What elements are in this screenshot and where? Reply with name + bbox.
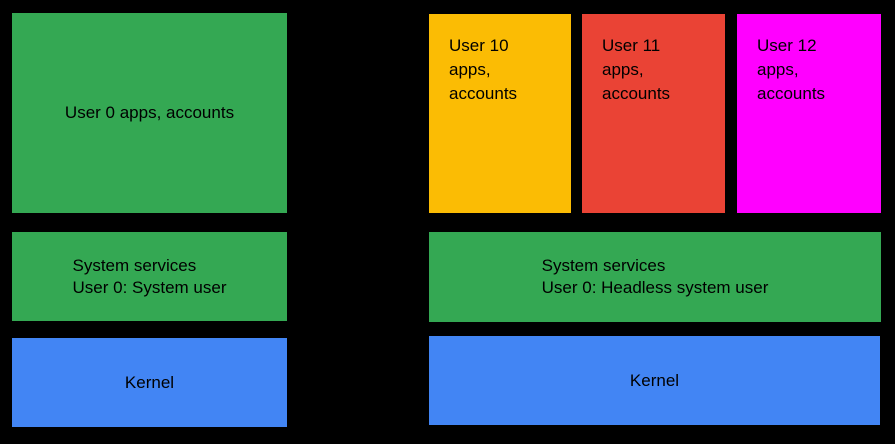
right-kernel-box: Kernel	[429, 336, 880, 425]
headless-system-user-line: User 0: Headless system user	[541, 278, 769, 297]
user12-apps-line: apps,	[757, 60, 799, 79]
user12-apps-box: User 12 apps, accounts	[737, 14, 881, 213]
left-system-services-text: System services User 0: System user	[73, 255, 227, 299]
right-kernel-label: Kernel	[629, 370, 680, 390]
user10-apps-line: User 10	[449, 36, 509, 55]
system-user-line: User 0: System user	[72, 277, 227, 297]
right-system-services-text: System services User 0: Headless system …	[542, 255, 769, 299]
user11-apps-box: User 11 apps, accounts	[582, 14, 725, 213]
right-system-services-box: System services User 0: Headless system …	[429, 232, 881, 322]
user0-apps-label: User 0 apps, accounts	[64, 103, 235, 122]
user10-apps-box: User 10 apps, accounts	[429, 14, 571, 213]
left-system-services-box: System services User 0: System user	[12, 232, 287, 321]
user12-apps-line: accounts	[757, 84, 826, 103]
user11-apps-line: accounts	[602, 84, 671, 103]
user0-apps-box: User 0 apps, accounts	[12, 13, 287, 213]
user11-apps-line: apps,	[602, 60, 644, 79]
left-kernel-label: Kernel	[124, 372, 175, 392]
left-kernel-box: Kernel	[12, 338, 287, 427]
user12-apps-line: User 12	[757, 36, 817, 55]
user10-apps-line: apps,	[449, 60, 491, 79]
system-services-line: System services	[541, 256, 666, 275]
user10-apps-line: accounts	[449, 84, 518, 103]
user11-apps-line: User 11	[602, 36, 661, 55]
system-services-line: System services	[72, 255, 197, 275]
